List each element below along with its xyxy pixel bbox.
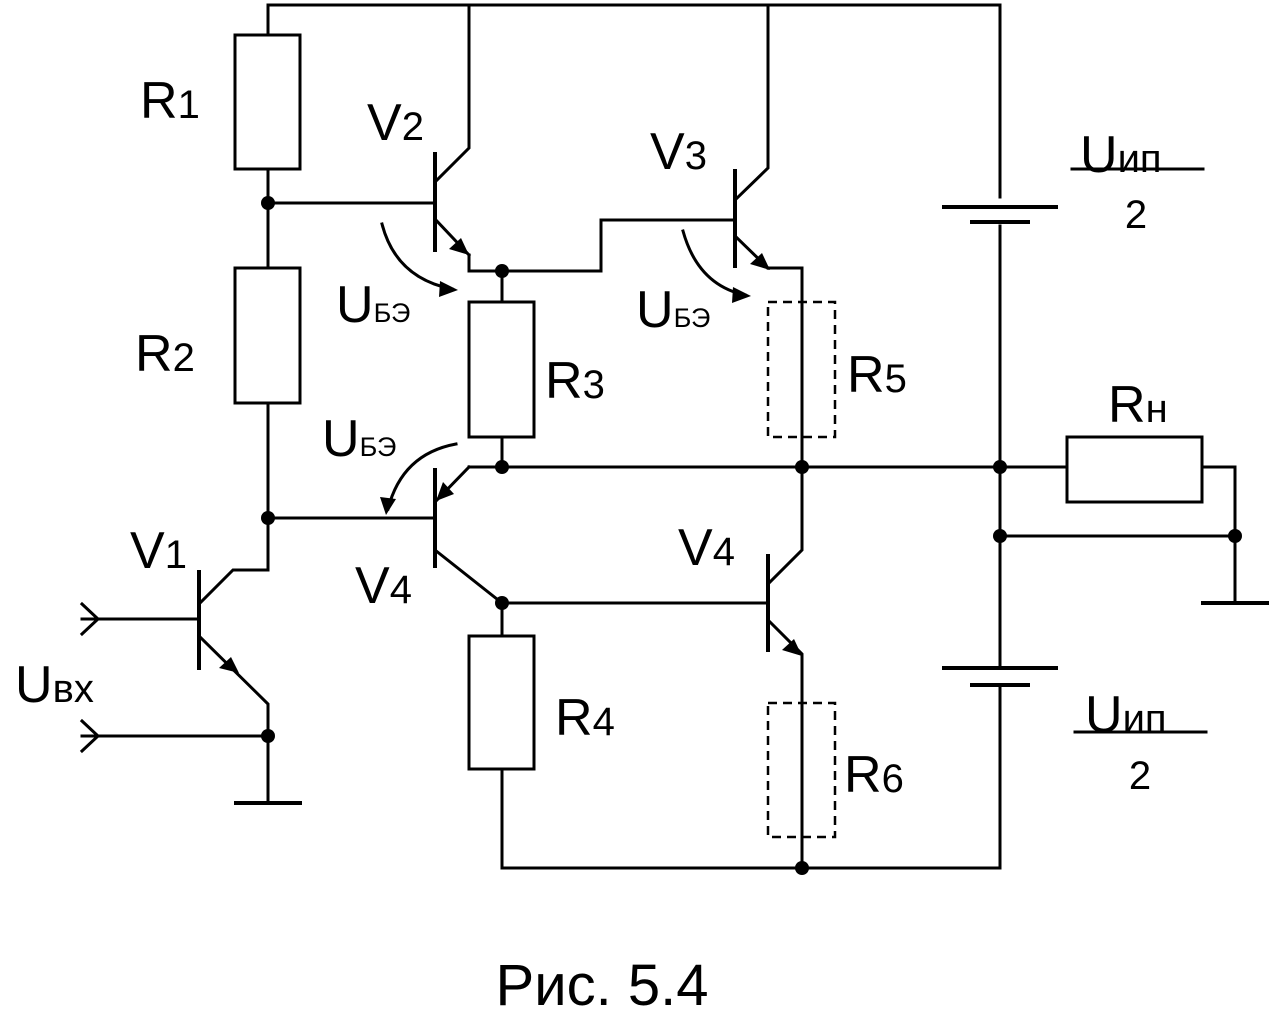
input-terminals xyxy=(79,601,101,754)
resistor-r5 xyxy=(766,300,837,439)
label-r6: R6 xyxy=(844,746,904,804)
label-v4-right: V4 xyxy=(678,519,735,577)
resistor-rn xyxy=(1065,435,1204,504)
ube-arrows xyxy=(380,222,751,515)
label-r5: R5 xyxy=(847,346,907,404)
input-terminal-bottom xyxy=(79,718,101,754)
label-r2: R2 xyxy=(135,325,195,383)
label-r3: R3 xyxy=(545,352,605,410)
transistor-v2 xyxy=(432,152,472,273)
supply-battery-top xyxy=(942,205,1058,224)
supply-battery-bottom xyxy=(942,666,1058,687)
resistor-r6 xyxy=(766,701,837,839)
supply-label-top: Uип 2 xyxy=(1070,126,1205,237)
svg-text:2: 2 xyxy=(1129,754,1151,798)
resistor-r1 xyxy=(233,33,302,171)
label-v3: V3 xyxy=(650,123,707,181)
label-uin: Uвх xyxy=(15,656,94,714)
svg-text:2: 2 xyxy=(1125,193,1147,237)
svg-text:Uип: Uип xyxy=(1085,686,1167,744)
transistor-v3 xyxy=(732,169,771,271)
figure-caption: Рис. 5.4 xyxy=(496,953,709,1018)
label-ube-v4: UБЭ xyxy=(322,410,396,468)
label-ube-v3: UБЭ xyxy=(636,281,710,339)
resistor-r2 xyxy=(233,266,302,405)
supply-label-bottom: Uип 2 xyxy=(1073,686,1208,798)
transistor-v4-right xyxy=(766,554,802,656)
ground-symbols xyxy=(234,601,1269,805)
label-v4-left: V4 xyxy=(355,557,412,615)
label-v1: V1 xyxy=(130,522,187,580)
resistor-r4 xyxy=(467,634,536,771)
label-r1: R1 xyxy=(140,72,200,130)
label-rn: Rн xyxy=(1108,376,1168,434)
wires xyxy=(80,3,1237,870)
junction-dots xyxy=(261,196,1242,875)
input-terminal-top xyxy=(79,601,101,637)
resistor-r3 xyxy=(467,300,536,439)
label-r4: R4 xyxy=(555,689,615,747)
svg-text:Uип: Uип xyxy=(1080,126,1162,184)
label-v2: V2 xyxy=(367,94,424,152)
label-ube-v2: UБЭ xyxy=(336,276,410,334)
transistor-v1 xyxy=(197,570,239,673)
transistor-v4-left xyxy=(432,464,472,568)
